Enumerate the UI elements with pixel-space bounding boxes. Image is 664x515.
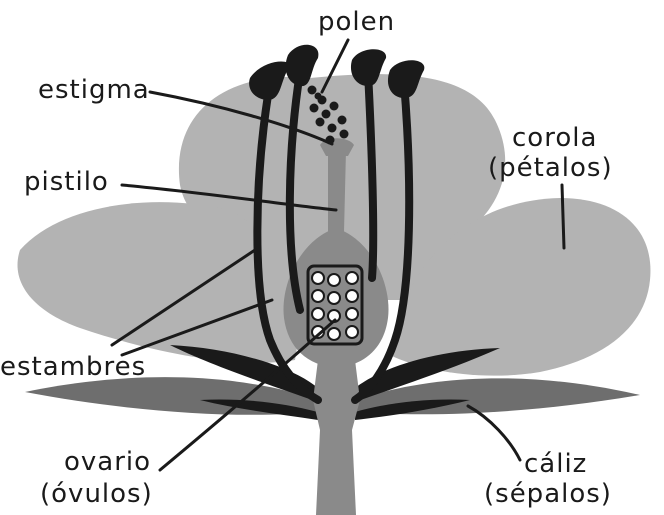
label-polen: polen bbox=[318, 7, 395, 37]
label-caliz: cáliz bbox=[524, 449, 587, 479]
ovule bbox=[328, 292, 340, 304]
label-pistilo: pistilo bbox=[24, 167, 109, 197]
label-ovulos: (óvulos) bbox=[40, 479, 153, 509]
ovule bbox=[346, 290, 358, 302]
pollen-grain bbox=[310, 104, 319, 113]
ovule bbox=[346, 272, 358, 284]
pollen-grain bbox=[315, 93, 322, 100]
pollen-grain bbox=[338, 116, 347, 125]
pollen-grain bbox=[340, 130, 349, 139]
label-estigma: estigma bbox=[38, 75, 150, 105]
leader-corola bbox=[562, 185, 564, 248]
leader-caliz bbox=[468, 406, 520, 460]
style bbox=[328, 150, 346, 232]
pollen-grain bbox=[308, 86, 317, 95]
label-ovario: ovario bbox=[64, 447, 151, 477]
pollen-grain bbox=[322, 110, 331, 119]
ovule bbox=[312, 308, 324, 320]
label-corola: corola bbox=[512, 123, 597, 153]
ovule bbox=[328, 328, 340, 340]
pollen-grain bbox=[328, 124, 337, 133]
label-estambres: estambres bbox=[0, 352, 146, 382]
pollen-grain bbox=[316, 118, 325, 127]
ovule bbox=[328, 274, 340, 286]
ovule bbox=[312, 290, 324, 302]
ovule bbox=[312, 272, 324, 284]
pollen-grain bbox=[330, 102, 339, 111]
ovule bbox=[346, 326, 358, 338]
ovule bbox=[346, 308, 358, 320]
stem bbox=[313, 360, 360, 515]
label-sepalos: (sépalos) bbox=[484, 479, 612, 509]
label-petalos: (pétalos) bbox=[488, 153, 613, 183]
